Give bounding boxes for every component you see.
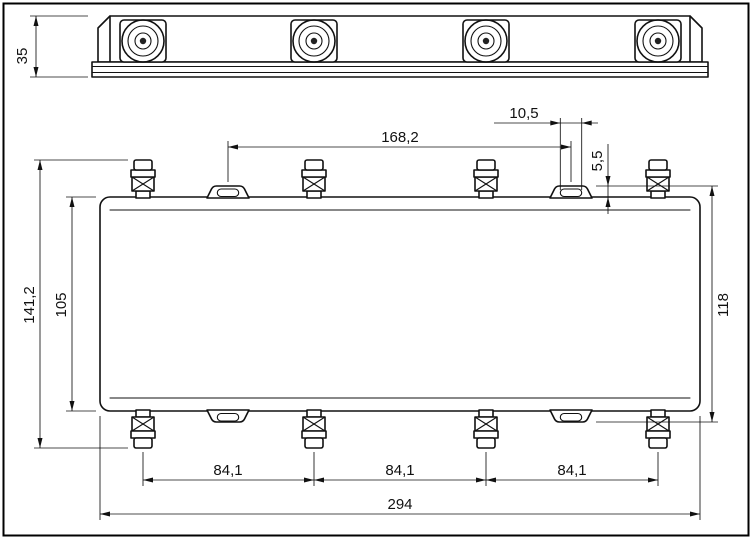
side-connector-1 xyxy=(119,19,167,63)
tab-slot-hole xyxy=(559,412,583,422)
dim-label-tab-protrusion: 5,5 xyxy=(589,151,606,172)
dim-connector-pitch: 84,1 84,1 84,1 xyxy=(142,452,659,486)
side-connector-2 xyxy=(290,19,338,63)
rf-connector-bottom-4 xyxy=(645,409,671,449)
dim-side-height: 35 xyxy=(14,15,88,78)
dim-overall-width: 294 xyxy=(99,416,701,520)
mount-tab-top-left xyxy=(206,185,250,199)
mount-tab-bottom-left xyxy=(206,409,250,423)
dim-label-body-height: 105 xyxy=(53,292,70,317)
dim-label-overall-height: 141,2 xyxy=(21,286,38,324)
mount-tab-top-right xyxy=(549,185,593,199)
mount-tab-bottom-right xyxy=(549,409,593,423)
tab-slot-hole xyxy=(216,412,240,422)
housing-body xyxy=(99,196,701,412)
dim-label-tab-span-height: 118 xyxy=(715,293,732,317)
rf-connector-top-1 xyxy=(130,159,156,199)
dim-overall-height: 141,2 xyxy=(21,159,128,449)
dim-label-slot-length: 10,5 xyxy=(509,105,538,122)
side-connector-3 xyxy=(462,19,510,63)
dim-tab-span-height: 118 xyxy=(596,186,732,423)
side-body xyxy=(97,15,703,63)
dim-label-tab-hole-spacing: 168,2 xyxy=(381,129,419,146)
side-view xyxy=(91,15,709,78)
rf-connector-bottom-2 xyxy=(301,409,327,449)
dim-label-pitch-a: 84,1 xyxy=(213,462,242,479)
side-connector-4 xyxy=(634,19,682,63)
tab-slot-hole xyxy=(216,188,240,198)
dim-label-side-height: 35 xyxy=(14,48,31,65)
tab-slot-hole xyxy=(559,188,583,198)
side-flange xyxy=(91,61,709,78)
dim-slot-length: 10,5 xyxy=(494,105,598,190)
rf-connector-top-3 xyxy=(473,159,499,199)
rf-connector-top-2 xyxy=(301,159,327,199)
rf-connector-bottom-3 xyxy=(473,409,499,449)
dim-label-pitch-b: 84,1 xyxy=(385,462,414,479)
dim-label-overall-width: 294 xyxy=(387,496,412,513)
dim-body-height: 105 xyxy=(53,196,96,412)
dim-tab-protrusion: 5,5 xyxy=(589,144,718,214)
dim-label-pitch-c: 84,1 xyxy=(557,462,586,479)
rf-connector-bottom-1 xyxy=(130,409,156,449)
dim-tab-hole-spacing: 168,2 xyxy=(227,129,572,182)
front-view xyxy=(99,159,701,449)
rf-connector-top-4 xyxy=(645,159,671,199)
